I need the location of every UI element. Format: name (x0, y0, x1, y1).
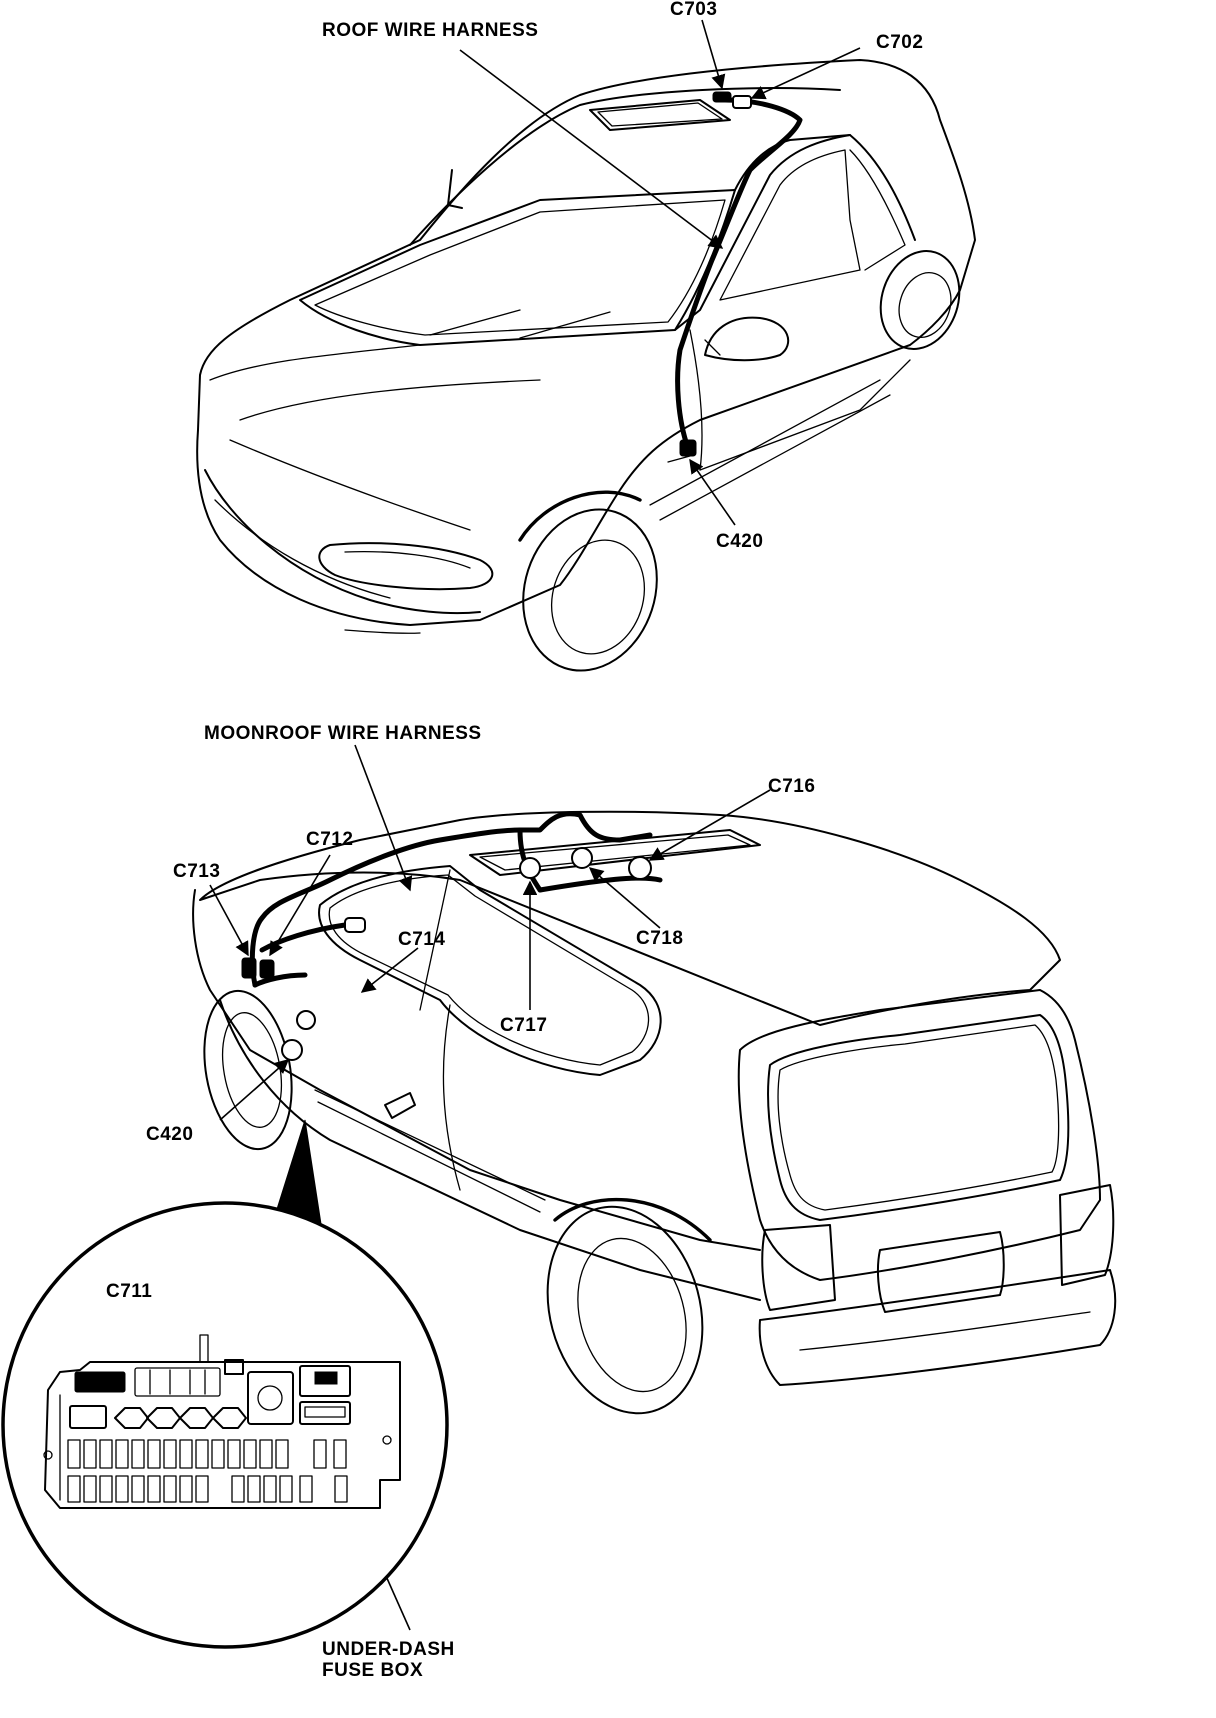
under-dash-fuse-box-label: UNDER-DASH FUSE BOX (322, 1639, 522, 1682)
fuse-box-label-line2: FUSE BOX (322, 1659, 424, 1681)
c711-label: C711 (106, 1281, 153, 1302)
c718-label: C718 (636, 928, 684, 949)
c717-label: C717 (500, 1015, 548, 1036)
c420-top-label: C420 (716, 531, 764, 552)
roof-wire-harness-label: ROOF WIRE HARNESS (322, 20, 539, 41)
top-leader-lines (459, 19, 861, 526)
c716-label: C716 (768, 776, 816, 797)
c702-label: C702 (876, 32, 924, 53)
c713-label: C713 (173, 861, 221, 882)
c703-label: C703 (670, 0, 718, 20)
fuse-box-label-line1: UNDER-DASH (322, 1639, 455, 1660)
bottom-car-illustration (192, 810, 1117, 1415)
bottom-leader-lines (96, 744, 771, 1631)
moonroof-wire-harness-label: MOONROOF WIRE HARNESS (204, 723, 482, 744)
c420-bottom-label: C420 (146, 1124, 194, 1145)
fuse-box-detail-circle (1, 1119, 449, 1649)
c714-label: C714 (398, 929, 446, 950)
c712-label: C712 (306, 829, 354, 850)
top-car-illustration (196, 59, 976, 672)
